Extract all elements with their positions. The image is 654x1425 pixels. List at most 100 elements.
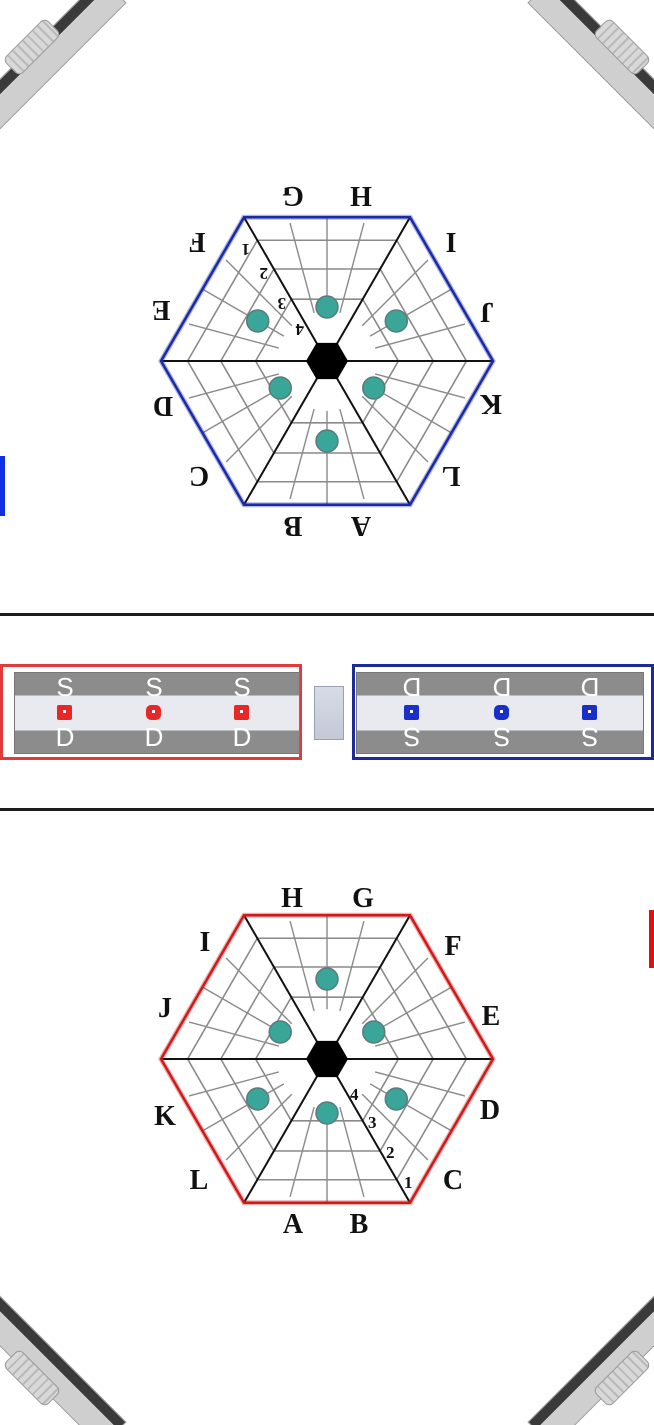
divider-top (0, 613, 654, 616)
hex-label-g: G (352, 883, 374, 914)
hex-grid-line (339, 408, 365, 500)
hex-grid-line (188, 373, 280, 399)
blue-side-marker (0, 456, 5, 516)
hex-spoke-2 (326, 1058, 411, 1204)
hex-label-k: K (154, 1101, 176, 1132)
corner-bumper-bottom-left (0, 1285, 140, 1425)
hex-grid-line (289, 222, 315, 314)
ring-number-1: 1 (404, 1173, 413, 1192)
hex-label-a: A (350, 510, 372, 541)
red-slot-1[interactable]: S D (45, 672, 85, 752)
hex-label-h: H (350, 180, 372, 211)
hex-grid-line (339, 222, 365, 314)
ring-number-4: 4 (350, 1085, 359, 1104)
peg (268, 376, 292, 400)
hex-label-j: J (158, 993, 172, 1024)
corner-bumper-bottom-right (514, 1285, 654, 1425)
red-token-1[interactable] (57, 705, 72, 720)
hex-grid-line (339, 920, 365, 1012)
hex-spoke-3 (243, 1058, 328, 1204)
hex-label-g: G (282, 180, 304, 211)
blue-slot-3-bottom-letter: S (581, 722, 599, 752)
peg (315, 1101, 339, 1125)
hex-label-l: L (189, 1165, 209, 1196)
hex-spoke-5 (326, 360, 411, 506)
hex-label-i: I (445, 226, 457, 257)
blue-hex-board[interactable]: A B C D E F G H I J K L 1 2 3 4 (130, 180, 524, 541)
hex-grid-line (203, 1083, 285, 1131)
ring-number-2: 2 (259, 264, 269, 283)
red-side-marker (649, 910, 654, 968)
hex-spoke-6 (326, 914, 411, 1060)
blue-token-1[interactable] (404, 705, 419, 720)
hex-grid-line (188, 1021, 280, 1047)
hex-grid-line (289, 920, 315, 1012)
red-token-2[interactable] (146, 705, 161, 720)
hex-label-h: H (281, 883, 303, 914)
blue-slot-1-bottom-letter: S (403, 722, 421, 752)
blue-token-2[interactable] (494, 705, 509, 720)
hex-spoke-6 (243, 360, 328, 506)
red-lane: S D S D S D (0, 664, 302, 760)
hex-label-b: B (349, 1209, 369, 1240)
blue-slot-1-top-letter: D (402, 672, 422, 702)
center-hub (306, 342, 348, 380)
ring-number-4: 4 (295, 320, 305, 339)
hex-spoke-2 (243, 216, 328, 362)
hex-label-d: D (479, 1095, 501, 1126)
blue-hex-board-svg (158, 214, 496, 508)
hex-grid-line (188, 1071, 280, 1097)
red-token-3[interactable] (234, 705, 249, 720)
peg (245, 1087, 270, 1111)
red-slot-3[interactable]: S D (222, 672, 262, 752)
center-hub (306, 1040, 348, 1078)
red-hex-board[interactable]: A B C D E F G H I J K L 1 2 3 4 (130, 883, 524, 1240)
red-slot-3-top-letter: S (233, 672, 251, 702)
hex-grid-line (188, 323, 280, 349)
hex-grid-line (203, 289, 285, 337)
red-slot-2[interactable]: S D (134, 672, 174, 752)
corner-bumper-top-right (514, 0, 654, 140)
hex-grid-line (361, 395, 429, 463)
blue-lane: D S D S D S (352, 664, 654, 760)
blue-token-3[interactable] (582, 705, 597, 720)
hex-label-d: D (152, 390, 174, 421)
red-slot-3-bottom-letter: D (232, 722, 252, 752)
hex-label-e: E (151, 294, 171, 325)
hex-label-a: A (282, 1209, 304, 1240)
peg (362, 1020, 386, 1044)
blue-slot-2[interactable]: D S (482, 672, 522, 752)
hex-grid-line (225, 957, 293, 1025)
blue-slot-3[interactable]: D S (570, 672, 610, 752)
corner-bumper-top-left (0, 0, 140, 140)
blue-slot-3-top-letter: D (580, 672, 600, 702)
hex-grid-line (374, 1021, 466, 1047)
hex-label-k: K (480, 388, 502, 419)
hex-grid-line (225, 395, 293, 463)
hex-label-e: E (481, 1001, 501, 1032)
peg (362, 376, 386, 400)
blue-slot-1[interactable]: D S (392, 672, 432, 752)
hex-grid-line (339, 1106, 365, 1198)
red-slot-2-top-letter: S (145, 672, 163, 702)
hex-label-f: F (188, 226, 206, 257)
hex-label-b: B (283, 510, 303, 541)
hex-border (159, 913, 495, 1205)
hex-grid-line (361, 1093, 429, 1161)
hex-border (159, 215, 495, 507)
hex-grid-line (374, 323, 466, 349)
red-slot-1-bottom-letter: D (55, 722, 75, 752)
hex-spoke-5 (243, 914, 328, 1060)
hex-grid-line (289, 1106, 315, 1198)
peg (315, 967, 339, 991)
hex-label-i: I (199, 927, 211, 958)
blue-slot-2-top-letter: D (492, 672, 512, 702)
red-slot-2-bottom-letter: D (144, 722, 164, 752)
hex-grid-line (369, 289, 451, 337)
peg (315, 295, 339, 319)
hex-grid-line (361, 259, 429, 327)
lane-connector (314, 686, 344, 740)
ring-number-3: 3 (368, 1113, 377, 1132)
divider-bottom (0, 808, 654, 811)
